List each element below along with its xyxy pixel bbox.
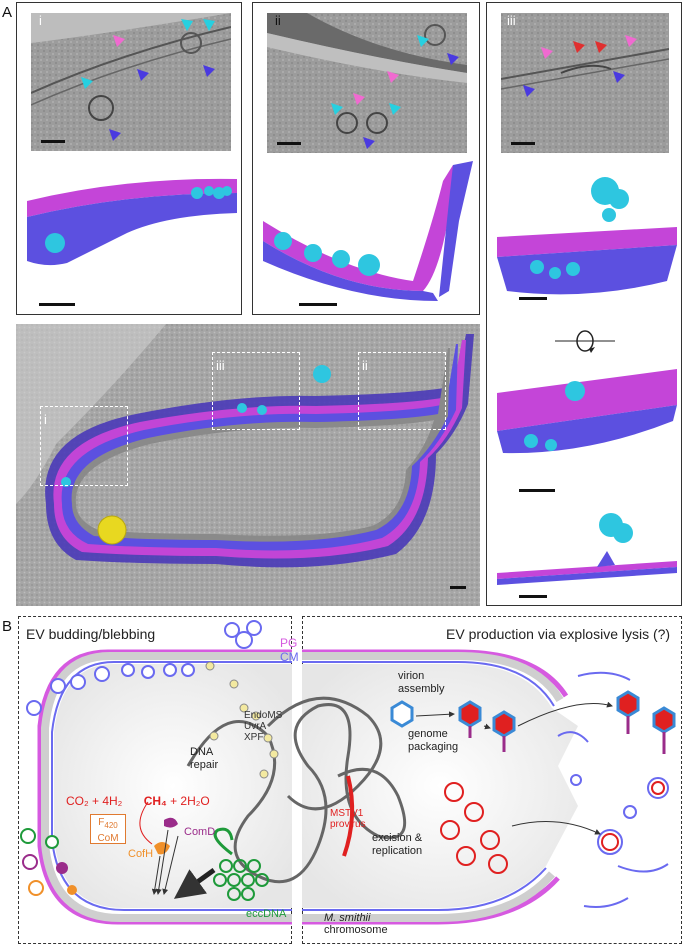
pg-label: PG xyxy=(280,636,298,650)
inset-ii-label: ii xyxy=(275,13,281,28)
render-i xyxy=(27,178,237,266)
render-iii-middle xyxy=(497,369,677,454)
cell-schematic xyxy=(20,620,676,925)
inset-ii-box: ii xyxy=(252,2,480,315)
inset-iii-box: iii xyxy=(486,2,682,606)
overview-label-iii: iii xyxy=(216,358,225,373)
render-ii xyxy=(263,161,473,301)
repair-protein-xpf: XPF xyxy=(244,732,264,743)
render-iii-top xyxy=(497,177,677,295)
inset-i-box: i xyxy=(16,2,242,315)
repair-protein-uvra: UvrA xyxy=(244,721,267,732)
overview-roi-ii xyxy=(358,352,446,430)
overview-roi-i xyxy=(40,406,128,486)
reaction-methane: CH₄ xyxy=(143,794,167,808)
reaction-substrates: CO₂ + 4H₂ xyxy=(66,794,123,808)
overview-label-i: i xyxy=(44,412,47,427)
excision-replication-label: excision & replication xyxy=(372,832,423,857)
tomogram-i xyxy=(31,13,231,151)
eccdna-label: eccDNA xyxy=(246,908,287,920)
cm-label: CM xyxy=(280,650,299,664)
tomogram-ii xyxy=(267,13,467,153)
overview-roi-iii xyxy=(212,352,300,430)
panel-a-letter: A xyxy=(2,4,13,21)
com-label: CoM xyxy=(97,833,119,844)
tomogram-iii xyxy=(501,13,669,153)
panel-b-letter: B xyxy=(2,618,13,635)
right-title: EV production via explosive lysis (?) xyxy=(446,626,671,642)
methanogenesis-reaction: CO₂ + 4H₂ CH₄ + 2H₂O xyxy=(66,794,210,808)
overview-label-ii: ii xyxy=(362,358,368,373)
f420-label: F420 xyxy=(98,817,118,830)
inset-i-label: i xyxy=(39,13,42,28)
tomogram-overview: i iii ii xyxy=(16,324,480,606)
virion-assembly-label: virion assembly xyxy=(398,670,445,695)
cofh-label: CofH xyxy=(128,848,154,860)
f420-com-box: F420 CoM xyxy=(90,814,126,844)
reaction-water: + 2H₂O xyxy=(166,794,210,808)
comd-label: ComD xyxy=(184,826,216,838)
dna-repair-label: DNA repair xyxy=(190,746,219,771)
repair-protein-endoms: EndoMS xyxy=(244,710,283,721)
render-iii-bottom xyxy=(497,513,677,585)
left-title: EV budding/blebbing xyxy=(26,626,156,642)
inset-iii-label: iii xyxy=(507,13,516,28)
mstv1-provirus-label: MSTV1 provirus xyxy=(330,808,366,830)
chromosome-label: M. smithii chromosome xyxy=(324,912,388,936)
rotate-icon xyxy=(555,330,615,353)
genome-packaging-label: genome packaging xyxy=(408,728,459,753)
repair-protein-list: EndoMS UvrA XPF xyxy=(244,710,282,743)
